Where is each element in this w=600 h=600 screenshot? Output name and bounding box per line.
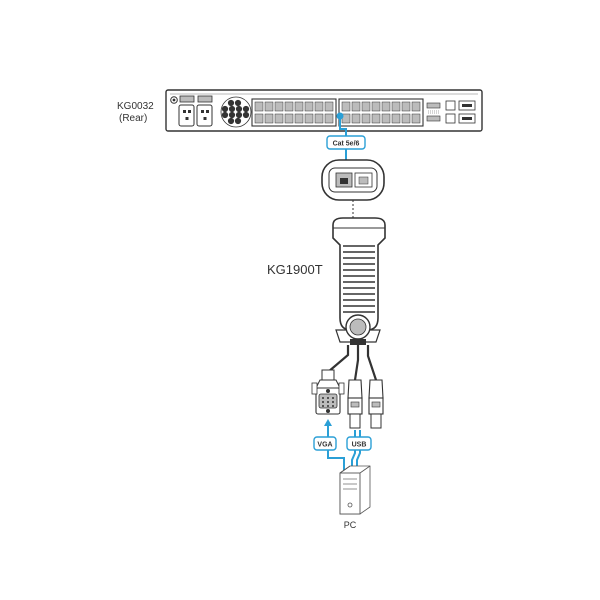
power-inlet-1 [178, 104, 195, 127]
pc-tower-icon [339, 465, 371, 515]
vga-label: VGA [317, 442, 332, 449]
adapter-port-detail [321, 159, 385, 218]
split-cables [327, 345, 378, 381]
kvm-port-block-2 [338, 98, 424, 127]
kg0032-model-label: KG0032 [117, 101, 154, 112]
kvm-port-block-1 [251, 98, 337, 127]
pc-label: PC [344, 520, 357, 530]
kg0032-rear-panel: KG0032 (Rear) [117, 89, 483, 132]
cat-cable-label: Cat 5e/6 [333, 141, 360, 148]
kg0032-view-label: (Rear) [119, 113, 147, 124]
usb-connector-1 [347, 379, 363, 429]
lan-port-group [445, 100, 476, 124]
kg1900t-adapter: KG1900T [267, 217, 386, 345]
usb-label: USB [352, 442, 367, 449]
power-switch-2 [197, 95, 213, 103]
power-switch-1 [179, 95, 195, 103]
power-inlet-2 [196, 104, 213, 127]
ground-screw-icon [170, 96, 178, 104]
vga-tag [313, 436, 337, 451]
vga-connector [311, 369, 345, 415]
fan-vent-icon [220, 96, 252, 128]
usb-tag-group: USB [346, 436, 372, 451]
usb-tag [346, 436, 372, 451]
usb-connector-2 [368, 379, 384, 429]
console-port-group [426, 102, 441, 122]
kg1900t-model-label: KG1900T [267, 262, 323, 277]
vga-link: VGA [313, 419, 345, 470]
cat-cable-tag [326, 135, 366, 150]
